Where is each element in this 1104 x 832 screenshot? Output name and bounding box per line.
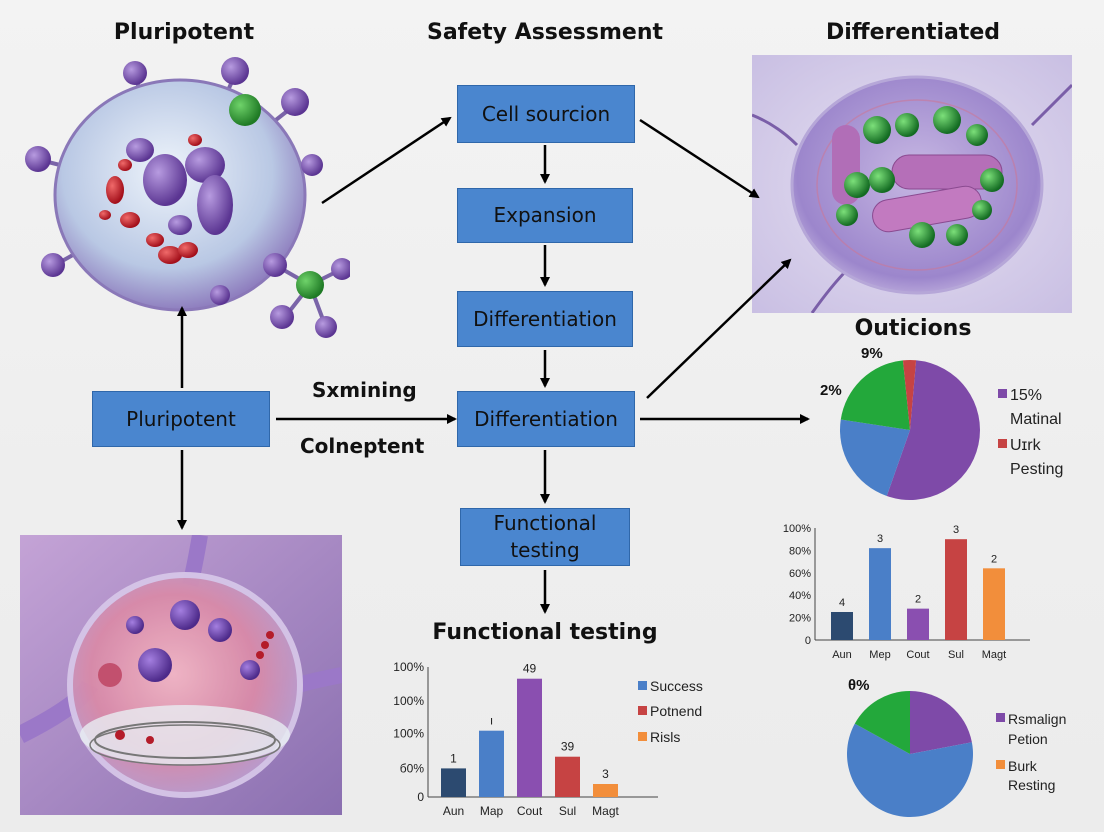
legend-label: Burk	[1008, 758, 1038, 774]
legend-swatch	[996, 760, 1005, 769]
bar-value-label: 1	[450, 751, 457, 765]
bar-value-label: 49	[523, 662, 537, 676]
bar-value-label: 3	[877, 533, 883, 545]
x-tick-label: Aun	[832, 649, 852, 661]
y-tick-label: 80%	[789, 545, 811, 557]
functional-testing-line1: Functional	[493, 511, 597, 535]
legend-label: Rsmalign	[1008, 711, 1066, 727]
arrow-sourcing-to-differentiated	[639, 118, 760, 199]
bar-value-label: 3	[953, 524, 959, 536]
y-tick-label: б0%	[400, 761, 425, 775]
pie-slice-label: 2%	[820, 382, 842, 399]
flow-step-functional-testing: Functional testing	[460, 508, 630, 566]
flow-step-cell-sourcing: Cell sourcion	[457, 85, 635, 143]
x-tick-label: Sul	[559, 804, 576, 818]
bar	[945, 539, 967, 640]
y-tick-label: 40%	[789, 590, 811, 602]
bar-value-label: 3	[602, 767, 609, 781]
bar	[869, 548, 891, 640]
bar	[555, 756, 580, 797]
bar	[441, 768, 466, 797]
bar	[983, 568, 1005, 640]
legend-label: Matinal	[1010, 411, 1062, 428]
bar	[593, 784, 618, 797]
bar-value-label: 2	[991, 553, 997, 565]
legend-swatch	[996, 713, 1005, 722]
legend-swatch	[998, 439, 1007, 448]
flow-step-differentiation-second: Differentiation	[457, 391, 635, 447]
legend-label: Risls	[650, 729, 680, 745]
bar-value-label: 2	[915, 594, 921, 606]
y-tick-label: 0	[805, 635, 811, 647]
x-tick-label: Map	[480, 804, 504, 818]
x-tick-label: Sul	[948, 649, 964, 661]
y-tick-label: 100%	[393, 660, 424, 674]
bar-value-label: ı	[490, 714, 493, 728]
pie-slice-label: θ%	[848, 677, 869, 694]
legend-label: Pesting	[1010, 461, 1063, 478]
y-tick-label: 100%	[393, 726, 424, 740]
legend-swatch	[638, 681, 647, 690]
pie-slice	[847, 723, 973, 817]
pie-slice	[910, 691, 972, 754]
legend-label: Success	[650, 678, 703, 694]
x-tick-label: Aun	[443, 804, 464, 818]
legend-label: Petion	[1008, 731, 1048, 747]
arrow-differentiation-to-differentiated	[646, 258, 792, 399]
flow-box-pluripotent: Pluripotent	[92, 391, 270, 447]
pie-slice	[840, 360, 910, 430]
bar	[831, 612, 853, 640]
legend-swatch	[998, 389, 1007, 398]
x-tick-label: Mep	[869, 649, 890, 661]
legend-label: 15%	[1010, 387, 1042, 404]
legend-label: Uɪrk	[1010, 437, 1042, 454]
bar-value-label: 4	[839, 597, 845, 609]
bar	[517, 678, 542, 797]
functional-testing-line2: testing	[510, 538, 580, 562]
pie-slice	[886, 360, 980, 500]
y-tick-label: 20%	[789, 613, 811, 625]
arrow-label-screening: Sxmining	[312, 378, 417, 402]
bar	[479, 730, 504, 797]
title-outcomes: Outicions	[854, 316, 972, 341]
y-tick-label: 0	[417, 790, 424, 804]
cell-cross-section-image	[20, 535, 342, 815]
legend-label: Resting	[1008, 777, 1055, 793]
y-tick-label: 100%	[783, 523, 811, 535]
title-differentiated: Differentiated	[825, 20, 1001, 45]
differentiated-cell-image	[752, 55, 1072, 313]
x-tick-label: Magt	[982, 649, 1006, 661]
flow-step-expansion: Expansion	[457, 188, 633, 243]
pie-slice	[840, 419, 910, 497]
pie-slice-label: 9%	[861, 345, 883, 362]
title-functional-testing: Functional testing	[432, 620, 658, 645]
y-tick-label: 60%	[789, 568, 811, 580]
pie-slice	[854, 691, 910, 754]
y-tick-label: 100%	[393, 694, 424, 708]
arrow-cell-to-sourcing	[321, 116, 452, 205]
title-safety-assessment: Safety Assessment	[426, 20, 664, 45]
bar	[907, 608, 929, 640]
title-pluripotent: Pluripotent	[113, 20, 255, 45]
flow-step-differentiation: Differentiation	[457, 291, 633, 347]
legend-swatch	[638, 732, 647, 741]
x-tick-label: Magt	[592, 804, 619, 818]
x-tick-label: Cout	[906, 649, 929, 661]
bar-value-label: 39	[561, 740, 575, 754]
pie-slice	[902, 360, 917, 430]
legend-label: Potnend	[650, 703, 702, 719]
arrow-label-competent: Colneptent	[300, 434, 425, 458]
legend-swatch	[638, 706, 647, 715]
x-tick-label: Cout	[517, 804, 543, 818]
